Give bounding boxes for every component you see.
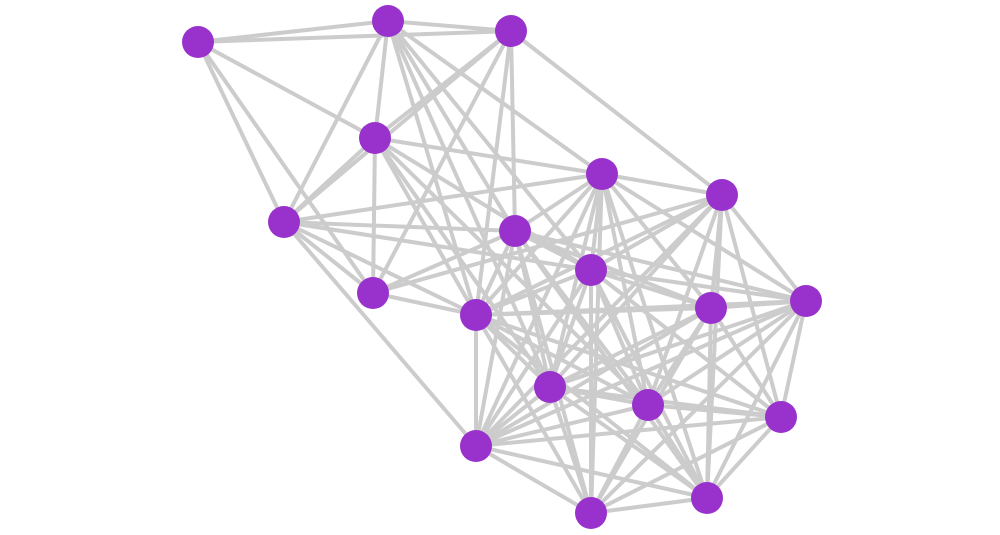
edge-B-K: [386, 20, 478, 316]
node-D[interactable]: [359, 122, 391, 154]
edge-I-K: [475, 268, 592, 317]
node-A[interactable]: [182, 26, 214, 58]
node-K[interactable]: [460, 299, 492, 331]
edge-F-M: [720, 193, 808, 303]
edge-M-S: [705, 300, 808, 499]
edge-A-G: [196, 41, 286, 223]
edge-N-R: [548, 386, 593, 514]
node-C[interactable]: [495, 15, 527, 47]
edge-I-M: [590, 268, 807, 303]
edge-M-O: [646, 299, 808, 407]
edge-M-Q: [475, 299, 807, 448]
edge-O-R: [589, 404, 650, 514]
edge-Q-R: [474, 444, 593, 515]
node-Q[interactable]: [460, 430, 492, 462]
edge-E-H: [513, 172, 604, 233]
edge-L-Q: [474, 306, 713, 448]
edge-P-Q: [475, 415, 782, 448]
edge-M-P: [779, 300, 808, 418]
edge-E-M: [600, 172, 808, 303]
edges-layer: [196, 19, 808, 515]
node-F[interactable]: [706, 179, 738, 211]
edge-D-E: [374, 136, 603, 176]
edge-G-K: [283, 220, 477, 317]
edge-B-D: [373, 20, 390, 139]
edge-H-J: [372, 229, 516, 295]
edge-Q-S: [475, 444, 708, 500]
edge-I-L: [590, 268, 712, 310]
edge-O-S: [646, 403, 709, 500]
node-R[interactable]: [575, 497, 607, 529]
edge-O-P: [647, 403, 782, 419]
edge-D-J: [371, 137, 377, 294]
edge-E-Q: [474, 173, 604, 447]
edge-F-I: [590, 193, 723, 272]
edge-C-H: [509, 30, 517, 232]
edge-K-J: [372, 291, 477, 317]
node-M[interactable]: [790, 285, 822, 317]
edge-G-E: [283, 172, 603, 224]
edge-G-J: [282, 220, 375, 295]
node-S[interactable]: [691, 482, 723, 514]
edge-K-S: [474, 313, 709, 500]
edge-I-N: [548, 269, 593, 388]
edge-B-N: [386, 20, 552, 388]
edge-R-S: [590, 496, 708, 515]
edge-G-H: [283, 220, 516, 233]
edge-L-S: [705, 307, 713, 499]
edge-B-C: [387, 19, 512, 33]
edge-E-F: [601, 172, 723, 197]
node-H[interactable]: [499, 215, 531, 247]
node-I[interactable]: [575, 254, 607, 286]
edge-B-G: [282, 20, 390, 223]
edge-A-C: [197, 29, 512, 44]
node-G[interactable]: [268, 206, 300, 238]
edge-E-N: [548, 173, 604, 388]
node-N[interactable]: [534, 371, 566, 403]
edge-P-R: [590, 415, 782, 515]
edge-D-G: [282, 136, 377, 224]
edge-I-Q: [474, 268, 593, 448]
edge-F-Q: [474, 193, 724, 448]
node-L[interactable]: [695, 292, 727, 324]
edge-B-E: [386, 19, 604, 176]
node-B[interactable]: [372, 5, 404, 37]
node-O[interactable]: [632, 389, 664, 421]
edge-M-N: [549, 299, 807, 389]
edge-C-K: [474, 30, 513, 316]
edge-G-Q: [282, 220, 478, 448]
edge-P-S: [705, 415, 783, 500]
node-J[interactable]: [357, 277, 389, 309]
edge-O-Q: [475, 403, 649, 448]
edge-H-Q: [474, 230, 517, 447]
edge-H-M: [514, 229, 807, 303]
edge-B-I: [386, 19, 593, 272]
edge-C-J: [371, 30, 513, 294]
node-E[interactable]: [586, 158, 618, 190]
edge-C-G: [282, 29, 513, 224]
edge-K-P: [475, 313, 782, 419]
edge-L-N: [549, 306, 712, 389]
edge-C-F: [509, 29, 724, 197]
edge-H-L: [514, 229, 712, 310]
edge-A-D: [197, 40, 376, 140]
edge-F-K: [475, 193, 723, 317]
node-P[interactable]: [765, 401, 797, 433]
nodes-layer: [182, 5, 822, 529]
edge-A-B: [197, 19, 389, 44]
edge-K-O: [475, 313, 649, 407]
edge-B-H: [386, 19, 517, 233]
